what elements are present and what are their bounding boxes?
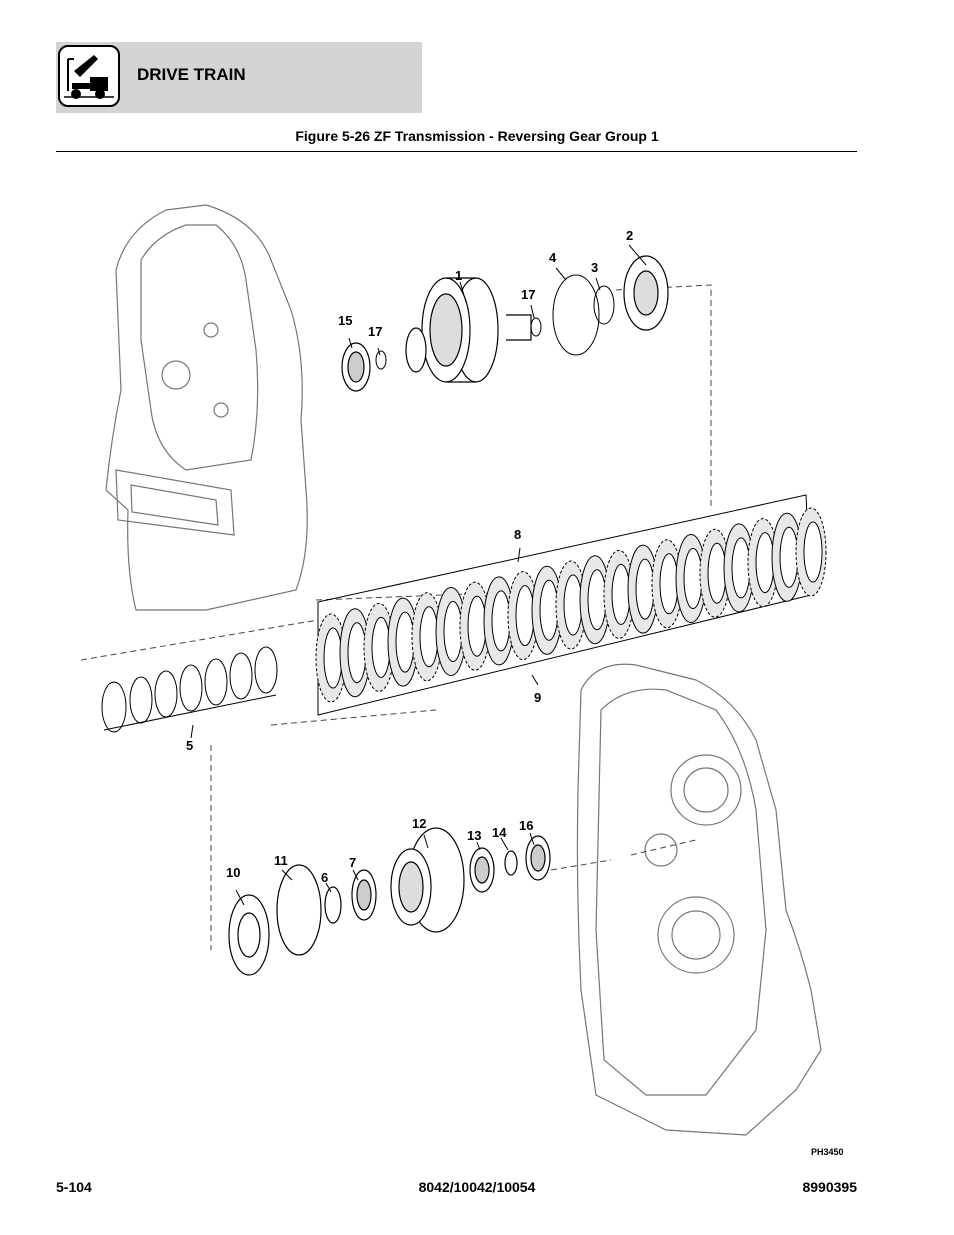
aerial-lift-icon xyxy=(58,45,120,107)
callout-10: 10 xyxy=(226,865,240,880)
callout-15: 15 xyxy=(338,313,352,328)
clutch-disk-bore xyxy=(803,521,823,583)
callout-9: 9 xyxy=(534,690,541,705)
callout-12: 12 xyxy=(412,816,426,831)
callout-3: 3 xyxy=(591,260,598,275)
clutch-disk-bore xyxy=(683,548,703,609)
callout-14: 14 xyxy=(492,825,507,840)
callout-16: 16 xyxy=(519,818,533,833)
clutch-disk-bore xyxy=(539,579,559,641)
document-number: 8990395 xyxy=(802,1179,857,1195)
callout-17-lower: 17 xyxy=(368,324,382,339)
clutch-disk-bore xyxy=(467,595,487,657)
ring-3 xyxy=(593,285,615,325)
clutch-disk-bore xyxy=(779,526,799,588)
page-number: 5-104 xyxy=(56,1179,92,1195)
clutch-disk-bore xyxy=(419,606,439,668)
clutch-disk-bore xyxy=(395,611,415,673)
clutch-disk-bore xyxy=(371,616,391,678)
clutch-disk-bore xyxy=(323,627,343,689)
clutch-disk-bore xyxy=(563,574,583,636)
clutch-disk-bore xyxy=(755,532,775,594)
callout-17-upper: 17 xyxy=(521,287,535,302)
clutch-disk-bore xyxy=(611,563,631,625)
callout-7: 7 xyxy=(349,855,356,870)
snap-ring-17b xyxy=(530,317,542,337)
lower-gear-group xyxy=(228,827,551,976)
clutch-disk-bore xyxy=(731,537,751,599)
model-numbers: 8042/10042/10054 xyxy=(418,1179,536,1195)
callout-5: 5 xyxy=(186,738,193,753)
bearing-15 xyxy=(341,342,371,392)
piston-ring-set xyxy=(101,646,278,733)
clutch-disk-bore xyxy=(587,569,607,631)
section-title: DRIVE TRAIN xyxy=(137,65,246,84)
callout-8: 8 xyxy=(514,527,521,542)
artwork-code: PH3450 xyxy=(811,1147,844,1157)
gear-shaft-assembly xyxy=(405,277,532,383)
transmission-housing-lower xyxy=(576,663,822,1136)
disk-4 xyxy=(552,274,600,356)
clutch-disk-bore xyxy=(347,622,367,684)
transmission-housing-upper xyxy=(105,204,308,611)
cover-2 xyxy=(623,255,669,331)
callout-4: 4 xyxy=(549,250,557,265)
callout-1: 1 xyxy=(455,268,462,283)
callout-6: 6 xyxy=(321,870,328,885)
figure-title: Figure 5-26 ZF Transmission - Reversing … xyxy=(295,128,659,144)
callout-2: 2 xyxy=(626,228,633,243)
exploded-parts-diagram: 1 2 3 4 17 15 17 8 9 5 10 11 6 7 12 13 1… xyxy=(80,204,827,1136)
clutch-disk-pack xyxy=(315,494,827,716)
clutch-disk-bore xyxy=(659,553,679,615)
clutch-disk-bore xyxy=(443,601,463,662)
clutch-disk-bore xyxy=(707,542,727,604)
clutch-disk-bore xyxy=(491,590,511,652)
title-divider xyxy=(56,151,857,152)
clutch-disk-bore xyxy=(515,585,535,647)
callout-11: 11 xyxy=(274,853,288,868)
callout-13: 13 xyxy=(467,828,481,843)
clutch-disk-bore xyxy=(635,558,655,620)
snap-ring-17a xyxy=(375,350,387,370)
